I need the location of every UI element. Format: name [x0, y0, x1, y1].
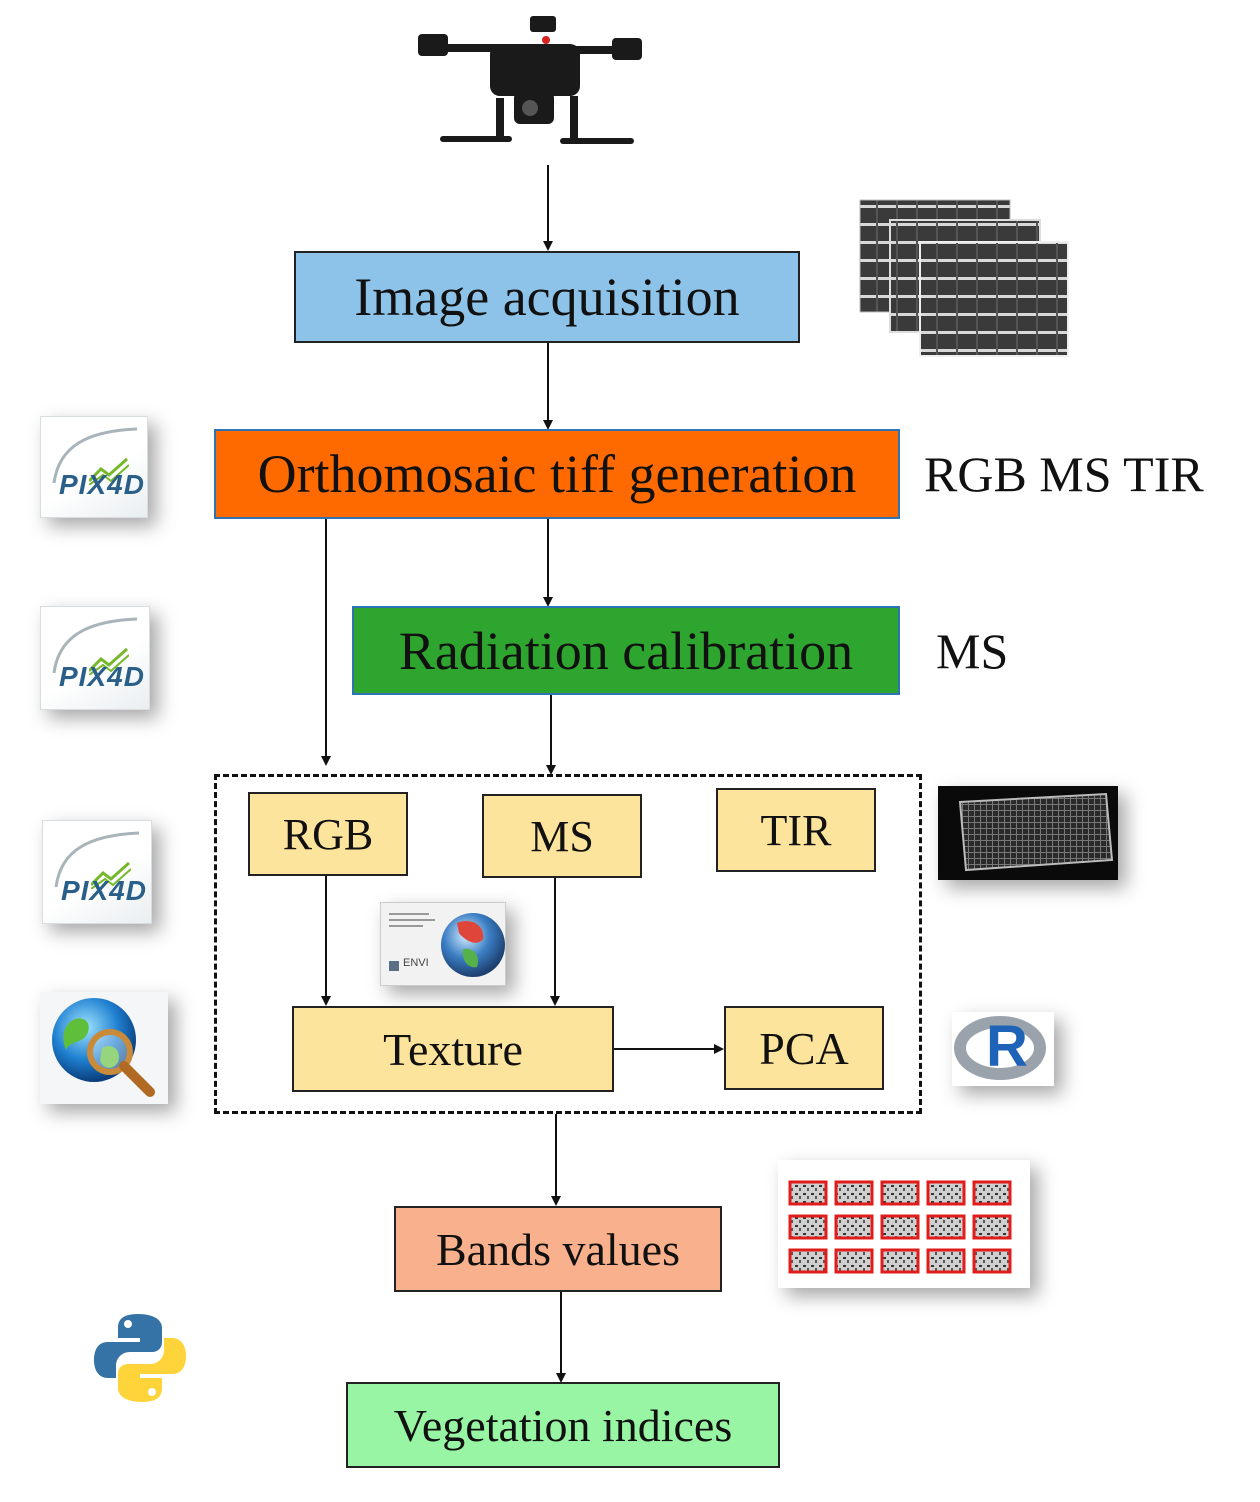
radiation-calibration-label: Radiation calibration	[398, 620, 854, 681]
envi-logo-text: ENVI	[403, 957, 429, 969]
ms-box: MS	[482, 794, 642, 878]
drone-icon	[418, 16, 642, 144]
python-logo	[94, 1314, 186, 1402]
orthomosaic-sensors-label: RGB MS TIR	[924, 446, 1204, 502]
image-acquisition-box: Image acquisition	[294, 251, 800, 343]
orthomosaic-box: Orthomosaic tiff generation	[214, 429, 900, 519]
r-logo: R	[952, 1012, 1054, 1086]
texture-label: Texture	[383, 1023, 523, 1075]
pix4d-logo-text: PIX4D	[61, 875, 147, 906]
pix4d-logo: PIX4D	[42, 820, 152, 924]
thermal-image-icon	[938, 786, 1118, 880]
texture-box: Texture	[292, 1006, 614, 1092]
vegetation-indices-label: Vegetation indices	[393, 1399, 733, 1451]
radiation-calibration-box: Radiation calibration	[352, 606, 900, 695]
envi-logo: ENVI	[380, 902, 506, 986]
vegetation-indices-box: Vegetation indices	[346, 1382, 780, 1468]
pix4d-logo: PIX4D	[40, 606, 150, 710]
image-stack-icon	[858, 198, 1070, 360]
bands-values-label: Bands values	[435, 1223, 680, 1275]
radiation-sensor-label: MS	[936, 623, 1009, 679]
bands-values-box: Bands values	[394, 1206, 722, 1292]
pix4d-logo-text: PIX4D	[59, 661, 145, 692]
rgb-label: RGB	[282, 809, 374, 859]
plots-image-icon	[778, 1160, 1030, 1288]
ms-label: MS	[530, 811, 594, 861]
pca-box: PCA	[724, 1006, 884, 1090]
orthomosaic-label: Orthomosaic tiff generation	[257, 444, 857, 504]
image-acquisition-label: Image acquisition	[354, 267, 740, 327]
rgb-box: RGB	[248, 792, 408, 876]
pca-label: PCA	[759, 1022, 849, 1074]
processing-group	[214, 774, 922, 1114]
globe-search-icon	[40, 992, 168, 1104]
tir-label: TIR	[760, 805, 832, 855]
pix4d-logo: PIX4D	[40, 416, 148, 518]
pix4d-logo-text: PIX4D	[59, 469, 145, 500]
r-logo-text: R	[986, 1014, 1028, 1079]
tir-box: TIR	[716, 788, 876, 872]
